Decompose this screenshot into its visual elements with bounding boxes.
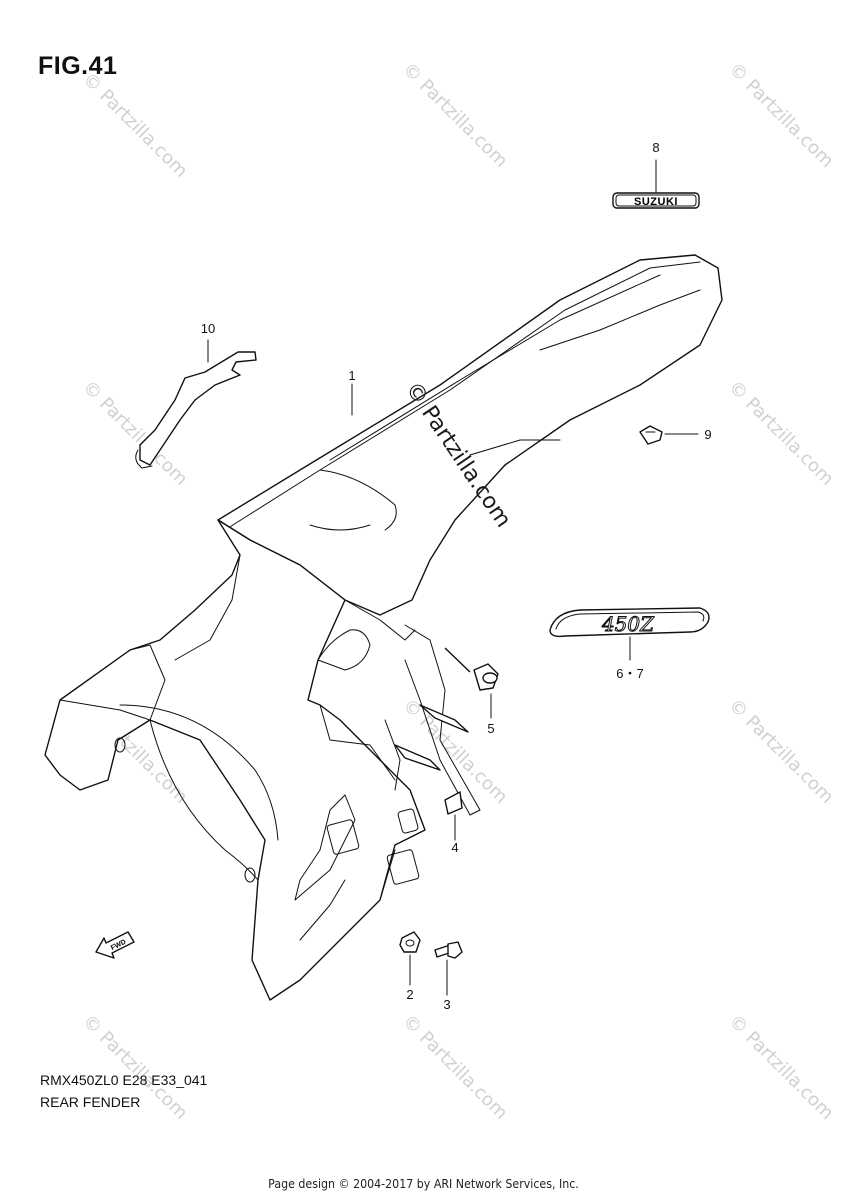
diagram-code: RMX450ZL0 E28 E33_041 <box>40 1072 208 1088</box>
watermark: © Partzilla.com <box>398 1011 511 1124</box>
callout-4: 4 <box>451 840 458 855</box>
watermark: © Partzilla.com <box>724 695 837 808</box>
watermark: © Partzilla.com <box>724 59 837 172</box>
callout-labels: 8 10 1 9 6・7 5 4 2 3 <box>201 140 712 1012</box>
watermark-layer: © Partzilla.com © Partzilla.com © Partzi… <box>78 59 837 1124</box>
suzuki-decal: SUZUKI <box>612 192 700 209</box>
callout-10: 10 <box>201 321 215 336</box>
bolt-5 <box>444 647 499 691</box>
callout-3: 3 <box>443 997 450 1012</box>
callout-8: 8 <box>652 140 659 155</box>
callout-5: 5 <box>487 721 494 736</box>
rear-fender <box>44 254 723 1001</box>
clip-nut <box>639 425 663 445</box>
figure-title: FIG.41 <box>38 52 118 80</box>
model-decal: 450Z <box>549 607 710 638</box>
watermark: © Partzilla.com <box>724 1011 837 1124</box>
section-title: REAR FENDER <box>40 1094 141 1110</box>
watermark: © Partzilla.com <box>78 377 191 490</box>
washer-mid <box>394 744 441 771</box>
nut-2 <box>399 931 421 953</box>
decal-brand-text: SUZUKI <box>634 196 678 208</box>
watermark: © Partzilla.com <box>78 69 191 182</box>
callout-1: 1 <box>348 368 355 383</box>
callout-2: 2 <box>406 987 413 1002</box>
decal-model-text: 450Z <box>601 612 655 636</box>
footer-copyright: Page design © 2004-2017 by ARI Network S… <box>268 1177 579 1191</box>
bolt-3 <box>434 941 463 959</box>
clamp-strap <box>135 351 257 469</box>
watermark: © Partzilla.com <box>398 695 511 808</box>
collar-4 <box>444 791 463 815</box>
washer-top <box>419 704 469 733</box>
watermark: © Partzilla.com <box>724 377 837 490</box>
callout-6-7: 6・7 <box>616 666 643 681</box>
leader-lines <box>207 159 699 996</box>
watermark: © Partzilla.com <box>398 59 511 172</box>
fwd-arrow-icon: FWD <box>95 931 135 959</box>
callout-9: 9 <box>704 427 711 442</box>
